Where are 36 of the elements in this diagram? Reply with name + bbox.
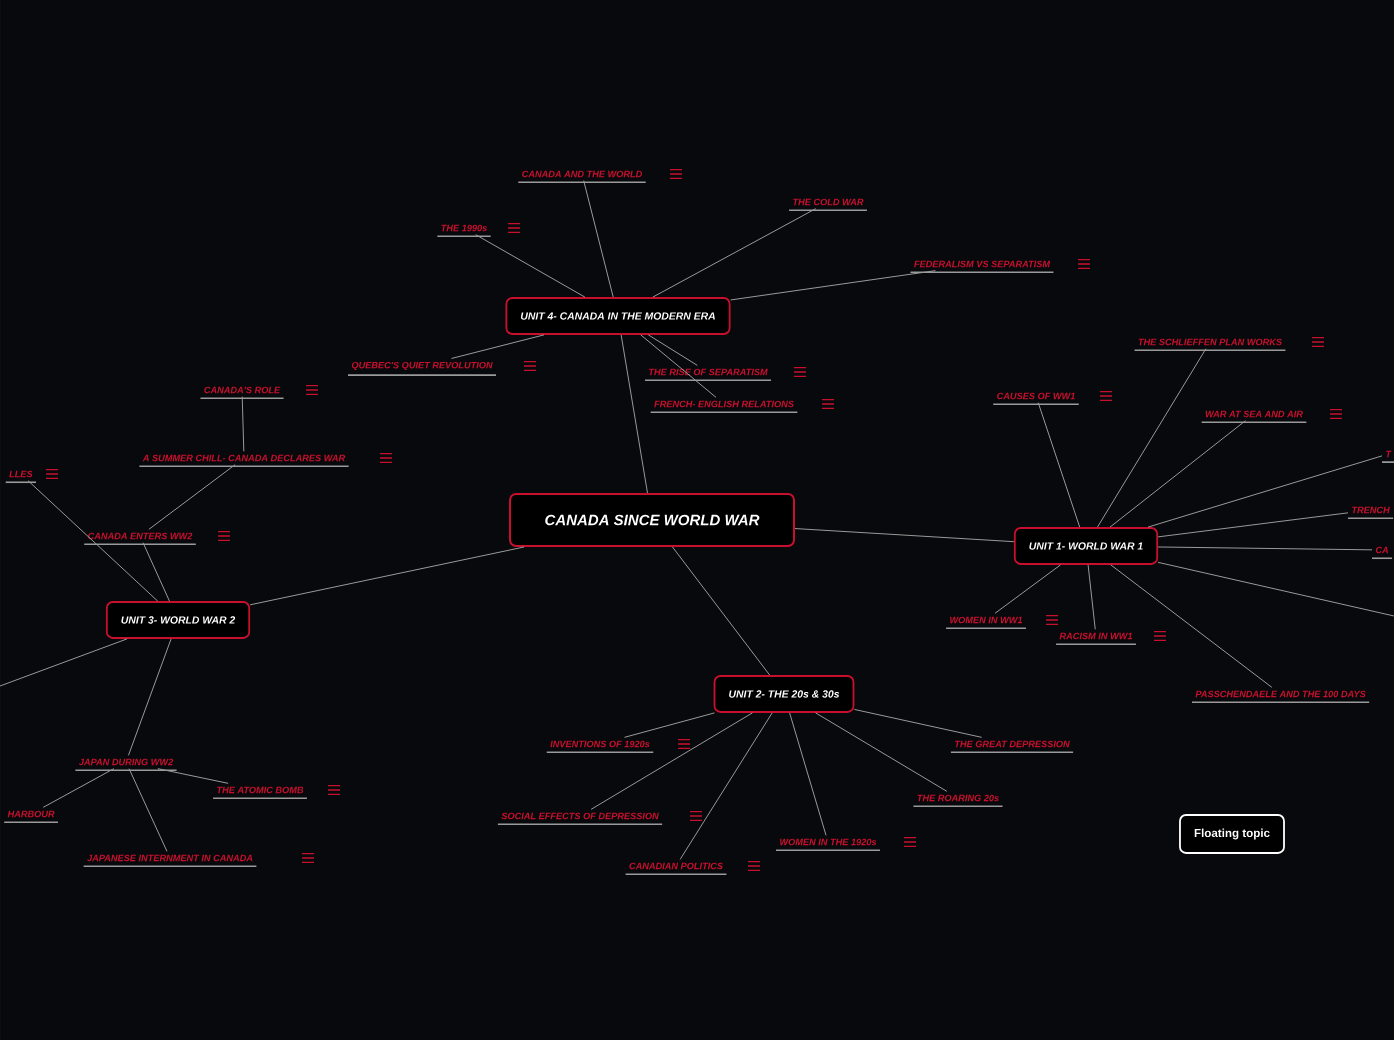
connector-line xyxy=(672,546,771,676)
connector-line xyxy=(853,708,983,738)
connector-line xyxy=(148,464,236,530)
connector-line xyxy=(1097,348,1207,528)
connector-line xyxy=(241,396,245,452)
connector-line xyxy=(1157,546,1373,551)
connector-line xyxy=(1037,402,1081,528)
connector-line xyxy=(652,208,817,298)
connector-line xyxy=(128,768,168,852)
connector-line xyxy=(730,270,936,301)
connector-line xyxy=(249,546,525,606)
connector-line xyxy=(1157,561,1394,617)
connector-line xyxy=(1087,564,1096,630)
connector-line xyxy=(640,334,717,398)
connector-line xyxy=(127,638,172,756)
connector-line xyxy=(1157,512,1349,538)
connector-line xyxy=(27,480,159,602)
connector-line xyxy=(157,768,229,784)
connector-line xyxy=(647,334,698,366)
connector-line xyxy=(794,528,1015,543)
connector-line xyxy=(1109,420,1247,528)
connector-line xyxy=(1147,455,1383,528)
connector-line xyxy=(789,712,827,836)
connector-line xyxy=(583,180,614,298)
connector-line xyxy=(994,564,1061,614)
connector-line xyxy=(624,712,715,738)
connector-line xyxy=(0,638,128,687)
connector-line xyxy=(620,334,648,494)
connector-line xyxy=(450,334,545,359)
connector-line xyxy=(142,542,170,602)
connector-line xyxy=(590,712,753,810)
connector-line xyxy=(42,768,115,808)
connector-line xyxy=(679,712,773,860)
connector-line xyxy=(475,234,586,298)
connector-line xyxy=(1110,564,1273,688)
connector-line xyxy=(815,712,948,792)
